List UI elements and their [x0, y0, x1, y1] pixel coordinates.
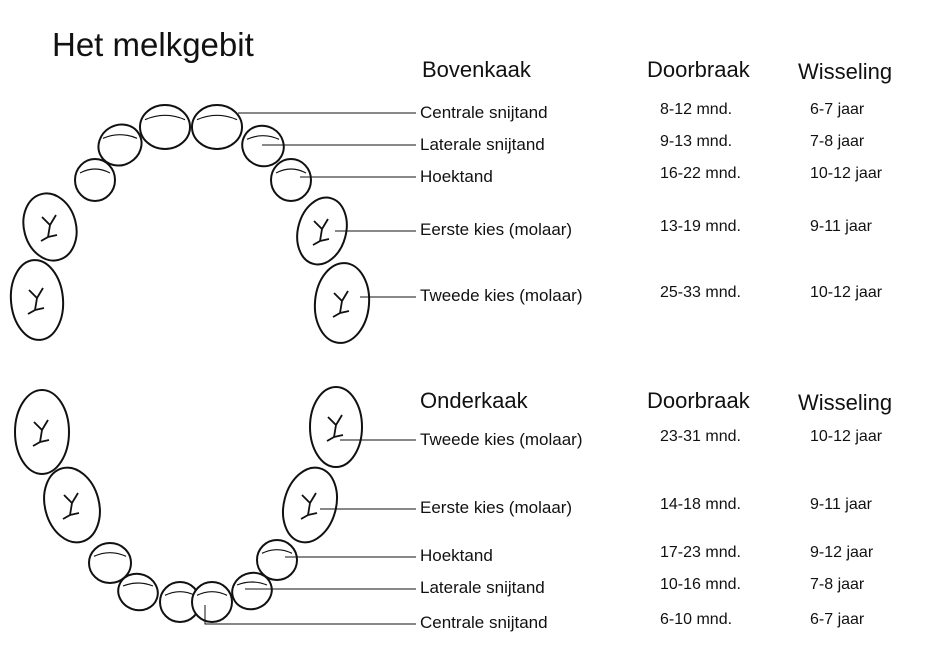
lower-eruption-4: 6-10 mnd.: [660, 611, 733, 628]
lower-shedding-1: 9-11 jaar: [810, 496, 872, 513]
lower-tooth-2: Hoektand: [420, 546, 493, 565]
lower-shedding-3: 7-8 jaar: [810, 576, 865, 593]
molar-groove: [332, 290, 350, 318]
lower-tooth-3: Laterale snijtand: [420, 578, 545, 597]
upper-shedding-2: 10-12 jaar: [810, 165, 883, 182]
molar-groove: [27, 287, 45, 315]
upper-shedding-4: 10-12 jaar: [810, 284, 883, 301]
upper-tooth-2: Hoektand: [420, 167, 493, 186]
incisal-edge: [93, 552, 127, 557]
upper-shedding-header: Wisseling: [798, 59, 893, 84]
molar-groove: [300, 492, 318, 520]
lower-eruption-1: 14-18 mnd.: [660, 496, 741, 513]
front-tooth: [231, 571, 273, 611]
front-tooth: [191, 581, 233, 623]
front-tooth: [256, 539, 298, 581]
upper-tooth-1: Laterale snijtand: [420, 135, 545, 154]
front-tooth: [74, 158, 116, 202]
front-tooth: [191, 104, 243, 150]
upper-eruption-3: 13-19 mnd.: [660, 218, 741, 235]
front-tooth: [97, 123, 143, 167]
upper-tooth-4: Tweede kies (molaar): [420, 286, 583, 305]
molar-groove: [312, 218, 330, 246]
incisal-edge: [144, 114, 186, 121]
upper-shedding-1: 7-8 jaar: [810, 133, 865, 150]
upper-heading: Bovenkaak: [422, 57, 531, 82]
lower-eruption-0: 23-31 mnd.: [660, 428, 741, 445]
page-title: Het melkgebit: [52, 26, 254, 63]
lower-eruption-2: 17-23 mnd.: [660, 544, 741, 561]
incisal-edge: [122, 582, 154, 587]
incisal-edge: [261, 549, 293, 554]
lower-shedding-2: 9-12 jaar: [810, 544, 874, 561]
incisal-edge: [275, 168, 307, 174]
incisal-edge: [196, 591, 228, 596]
molar-groove: [40, 214, 58, 242]
lower-eruption-header: Doorbraak: [647, 388, 750, 413]
lower-shedding-4: 6-7 jaar: [810, 611, 865, 628]
front-tooth: [139, 104, 191, 150]
upper-shedding-0: 6-7 jaar: [810, 101, 865, 118]
upper-eruption-2: 16-22 mnd.: [660, 165, 741, 182]
lower-eruption-3: 10-16 mnd.: [660, 576, 741, 593]
upper-eruption-0: 8-12 mnd.: [660, 101, 733, 118]
lower-shedding-0: 10-12 jaar: [810, 428, 883, 445]
molar-groove: [62, 492, 80, 520]
upper-shedding-3: 9-11 jaar: [810, 218, 872, 235]
lower-tooth-4: Centrale snijtand: [420, 613, 548, 632]
incisal-edge: [102, 134, 138, 139]
upper-eruption-1: 9-13 mnd.: [660, 133, 733, 150]
upper-tooth-3: Eerste kies (molaar): [420, 220, 573, 239]
incisal-edge: [236, 581, 268, 586]
front-tooth: [241, 124, 285, 168]
incisal-edge: [79, 168, 111, 174]
lower-leader-line: [204, 605, 416, 625]
front-tooth: [270, 158, 312, 202]
molar-groove: [32, 419, 50, 447]
upper-eruption-header: Doorbraak: [647, 57, 750, 82]
lower-tooth-0: Tweede kies (molaar): [420, 430, 583, 449]
lower-heading: Onderkaak: [420, 388, 528, 413]
incisal-edge: [196, 114, 238, 121]
incisal-edge: [246, 135, 280, 140]
upper-eruption-4: 25-33 mnd.: [660, 284, 741, 301]
front-tooth: [88, 542, 132, 584]
front-tooth: [117, 572, 159, 612]
upper-tooth-0: Centrale snijtand: [420, 103, 548, 122]
molar-groove: [326, 414, 344, 442]
lower-tooth-1: Eerste kies (molaar): [420, 498, 573, 517]
lower-shedding-header: Wisseling: [798, 390, 893, 415]
